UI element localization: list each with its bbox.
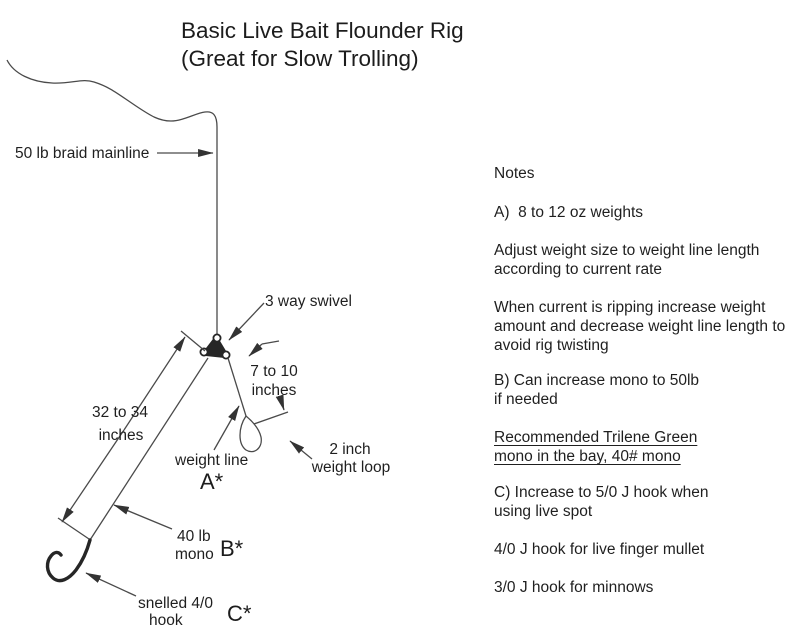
page-title: Basic Live Bait Flounder Rig (Great for … <box>181 17 464 73</box>
note-line: A) 8 to 12 oz weights <box>494 204 644 221</box>
mainline-label: 50 lb braid mainline <box>15 145 149 162</box>
hook-shape <box>45 538 92 583</box>
leader-dimension-line-upper <box>123 336 186 431</box>
note-finger-mullet-hook: 4/0 J hook for live finger mullet <box>494 540 704 559</box>
weight-dimension-arm-bottom <box>275 394 285 411</box>
note-minnows-hook: 3/0 J hook for minnows <box>494 578 653 597</box>
note-line: if needed <box>494 391 558 408</box>
weight-loop-pointer-arrow <box>289 440 313 460</box>
marker-a-label: A* <box>200 469 224 494</box>
note-line: When current is ripping increase weight <box>494 299 766 316</box>
page-title-line1: Basic Live Bait Flounder Rig <box>181 18 464 43</box>
note-line: C) Increase to 5/0 J hook when <box>494 484 709 501</box>
leader-dimension-line-lower <box>61 429 125 523</box>
marker-c-label: C* <box>227 601 252 626</box>
weight-dimension-tick-top <box>261 340 280 345</box>
hook-pointer-arrow <box>85 572 137 597</box>
notes-heading: Notes <box>494 165 535 182</box>
note-line: 4/0 J hook for live finger mullet <box>494 541 705 558</box>
note-increase-mono: B) Can increase mono to 50lb if needed <box>494 371 699 409</box>
leader-line <box>89 357 209 541</box>
page-title-line2: (Great for Slow Trolling) <box>181 46 419 71</box>
note-line: B) Can increase mono to 50lb <box>494 372 700 389</box>
leader-dim-label-line2: inches <box>99 427 144 444</box>
leader-dim-label-line1: 32 to 34 <box>92 404 148 421</box>
note-line: avoid rig twisting <box>494 337 609 354</box>
mono-label-line1: 40 lb <box>177 528 211 545</box>
swivel-pointer-arrow <box>228 302 265 341</box>
weight-dimension-arm-top <box>248 342 263 357</box>
weight-line <box>227 357 247 417</box>
note-recommended-mono: Recommended Trilene Green mono in the ba… <box>494 428 697 466</box>
note-adjust-weight: Adjust weight size to weight line length… <box>494 241 759 279</box>
note-line: mono in the bay, 40# mono <box>494 448 681 465</box>
leader-dimension-ext-bottom <box>57 517 90 540</box>
note-current-ripping: When current is ripping increase weight … <box>494 298 785 355</box>
mainline-curve <box>6 59 218 334</box>
mono-label-line2: mono <box>175 546 214 563</box>
weight-loop-shape <box>239 415 262 453</box>
weight-dim-label-line1: 7 to 10 <box>250 363 298 380</box>
leader-dimension-ext-top <box>180 330 206 352</box>
note-line: amount and decrease weight line length t… <box>494 318 786 335</box>
marker-b-label: B* <box>220 536 244 561</box>
note-weights: A) 8 to 12 oz weights <box>494 203 643 222</box>
note-line: Adjust weight size to weight line length <box>494 242 760 259</box>
weight-line-pointer-arrow <box>213 405 240 451</box>
weight-line-label: weight line <box>174 452 248 469</box>
weight-loop-label-line1: 2 inch <box>329 441 370 458</box>
note-live-spot-hook: C) Increase to 5/0 J hook when using liv… <box>494 483 709 521</box>
note-line: using live spot <box>494 503 593 520</box>
note-line: 3/0 J hook for minnows <box>494 579 654 596</box>
weight-loop-label-line2: weight loop <box>311 459 390 476</box>
weight-dimension-ext-bottom <box>253 411 289 425</box>
weight-dim-label-line2: inches <box>252 382 297 399</box>
mono-pointer-arrow <box>113 504 173 530</box>
three-way-swivel-shape <box>199 333 231 360</box>
swivel-label: 3 way swivel <box>265 293 352 310</box>
hook-label-line1: snelled 4/0 <box>138 595 213 612</box>
note-line: according to current rate <box>494 261 663 278</box>
note-line: Recommended Trilene Green <box>494 429 698 446</box>
hook-label-line2: hook <box>149 612 183 629</box>
